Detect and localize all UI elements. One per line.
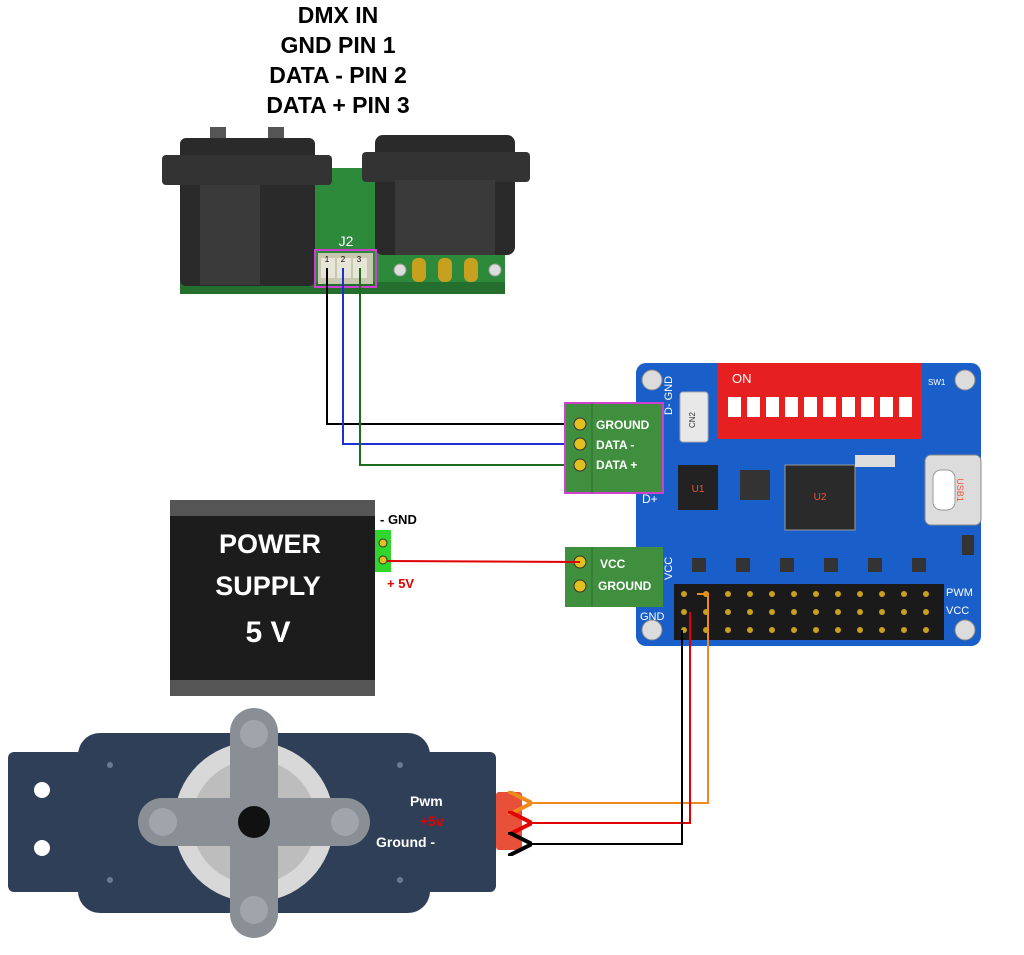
usb1-label: USB1 xyxy=(955,478,965,502)
wire-dmx-ground xyxy=(326,268,580,425)
dip-switch: ON SW1 xyxy=(717,363,946,439)
chip-u1-label: U1 xyxy=(692,484,705,495)
dmx-in-title: DMX IN GND PIN 1 DATA - PIN 2 DATA + PIN… xyxy=(200,0,476,120)
chip-u1 xyxy=(678,465,718,510)
wire-psu-5v xyxy=(386,560,581,563)
title-line-1: DMX IN xyxy=(297,2,379,28)
psu-plus-label: + 5V xyxy=(387,576,414,591)
servo-connector xyxy=(496,792,522,850)
title-line-4: DATA + PIN 3 xyxy=(266,92,410,118)
terminal-power-ground-label: GROUND xyxy=(598,579,652,593)
pwm-label: PWM xyxy=(946,587,973,599)
vcc-label-right: VCC xyxy=(946,605,969,617)
chip-small-1 xyxy=(740,470,770,500)
cn2-connector xyxy=(679,391,709,443)
dip-ref-label: SW1 xyxy=(928,378,946,387)
terminal-data-plus-label: DATA + xyxy=(596,458,637,472)
cn2-label: CN2 xyxy=(688,411,697,428)
gnd-label-left: GND xyxy=(640,611,665,623)
servo-pwm-label: Pwm xyxy=(410,793,443,809)
chip-u2-label: U2 xyxy=(814,492,827,503)
j2-pin-3: 3 xyxy=(357,255,362,264)
crystal-x2 xyxy=(855,455,895,467)
dmx-terminal-block: GROUND DATA - DATA + xyxy=(564,402,664,494)
wire-dmx-data-plus xyxy=(359,268,580,466)
j2-pin-2: 2 xyxy=(341,255,346,264)
wire-servo-5v xyxy=(528,612,691,823)
chip-u2 xyxy=(784,464,856,531)
psu-terminal xyxy=(375,530,391,572)
psu-line-2: SUPPLY xyxy=(215,571,321,601)
title-line-3: DATA - PIN 2 xyxy=(269,62,407,88)
wire-servo-pwm xyxy=(528,593,709,803)
servo-shaft xyxy=(238,806,270,838)
pin-header-bank xyxy=(674,584,944,640)
psu-line-1: POWER xyxy=(219,529,321,559)
power-terminal-block: VCC GROUND xyxy=(565,547,663,607)
d-plus-label: D+ xyxy=(642,492,658,506)
terminal-ground-label: GROUND xyxy=(596,418,650,432)
terminal-data-minus-label: DATA - xyxy=(596,438,634,452)
wire-servo-ground xyxy=(528,630,683,844)
d-minus-gnd-label: D- GND xyxy=(663,376,675,415)
dip-on-label: ON xyxy=(732,371,752,386)
xlr-connector-right xyxy=(362,135,530,282)
psu-line-3: 5 V xyxy=(245,616,290,649)
dmx-xlr-board: J2 1 2 3 xyxy=(162,127,530,294)
psu-gnd-label: - GND xyxy=(380,512,417,527)
title-line-2: GND PIN 1 xyxy=(280,32,396,58)
power-supply: POWER SUPPLY 5 V - GND + 5V xyxy=(170,500,417,696)
j2-label: J2 xyxy=(339,233,354,249)
smd-components xyxy=(692,558,926,572)
xlr-connector-left xyxy=(162,127,332,286)
j2-pin-1: 1 xyxy=(325,255,330,264)
servo-wires xyxy=(528,593,709,844)
controller-board: ON SW1 CN2 D- GND D+ U1 U2 xyxy=(564,363,982,646)
terminal-vcc-label: VCC xyxy=(600,557,626,571)
dmx-wires xyxy=(326,268,580,466)
wire-dmx-data-minus xyxy=(342,268,580,445)
vcc-label-left: VCC xyxy=(663,557,675,580)
servo-plus-label: +5v xyxy=(420,813,444,829)
servo-ground-label: Ground - xyxy=(376,834,435,850)
psu-body xyxy=(170,500,375,696)
led1 xyxy=(962,535,974,555)
servo-motor: Pwm +5v Ground - xyxy=(8,708,522,938)
